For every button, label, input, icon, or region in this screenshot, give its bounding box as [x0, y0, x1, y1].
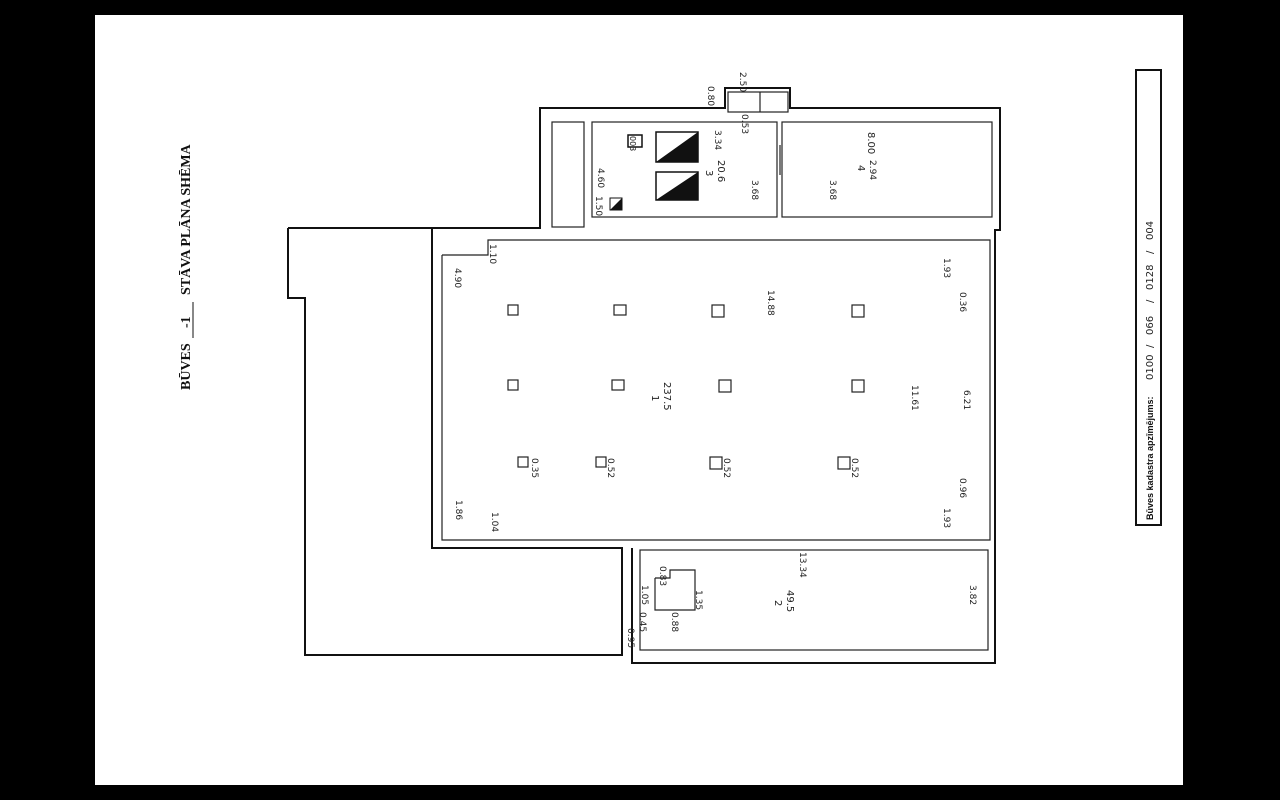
dimension-labels: 2.50 0.80 0.53 3.34 4.60 1.50 3.68 3.68 …	[452, 72, 977, 648]
dimension: 0.80	[705, 86, 715, 106]
cadastral-part: 0128	[1145, 265, 1156, 290]
dimension: 1.05	[639, 585, 649, 605]
cadastral-box	[1135, 69, 1162, 526]
room-area: 20.6	[715, 160, 726, 182]
columns	[507, 304, 865, 470]
cadastral-sep: /	[1145, 344, 1156, 348]
dimension: 4.90	[452, 268, 462, 288]
dimension: 0.36	[957, 292, 967, 312]
cadastral-part: 004	[1145, 221, 1156, 240]
walls	[287, 87, 1001, 664]
plan-title-floor: -1	[179, 316, 194, 328]
dimension: 1.50	[593, 196, 603, 216]
dimension: 2.50	[737, 72, 747, 92]
room-number: 2	[772, 600, 783, 606]
room-area: 237.5	[661, 382, 672, 411]
dimension: 0.83	[657, 566, 667, 586]
room-labels: 1 237.5 2 49.5 3 20.6 4 8.00 003	[628, 132, 876, 612]
cadastral-sep: /	[1145, 250, 1156, 254]
cadastral-label: Būves kadastra apzīmējums:	[1145, 396, 1155, 520]
dimension: 4.60	[595, 168, 605, 188]
room-number: 3	[703, 170, 714, 176]
cadastral-part: 0100	[1145, 355, 1156, 380]
dimension: 0.53	[739, 114, 749, 134]
dimension: 1.93	[941, 258, 951, 278]
dimension: 0.96	[957, 478, 967, 498]
cadastral-part: 066	[1145, 316, 1156, 335]
dimension: 0.45	[637, 612, 647, 632]
room-tag: 003	[628, 136, 637, 151]
dimension: 14.88	[765, 290, 775, 316]
document-page	[95, 15, 1183, 785]
dimension: 0.88	[669, 612, 679, 632]
dimension: 13.34	[797, 552, 807, 578]
dimension: 0.52	[721, 458, 731, 478]
dimension: 1.86	[453, 500, 463, 520]
room-number: 1	[649, 395, 660, 401]
dimension: 0.52	[849, 458, 859, 478]
dimension: 1.93	[941, 508, 951, 528]
dimension: 2.94	[867, 160, 877, 180]
dimension: 1.35	[693, 590, 703, 610]
dimension: 0.52	[605, 458, 615, 478]
dimension: 0.95	[625, 628, 635, 648]
plan-title-suffix: STĀVA PLĀNA SHĒMA	[178, 143, 194, 295]
room-number: 4	[855, 165, 866, 171]
dimension: 3.82	[967, 585, 977, 605]
plan-title-prefix: BŪVES	[178, 343, 194, 390]
dimension: 0.35	[529, 458, 539, 478]
dimension: 1.04	[489, 512, 499, 532]
dimension: 11.61	[909, 385, 919, 411]
cadastral-sep: /	[1145, 299, 1156, 303]
dimension: 3.68	[749, 180, 759, 200]
dimension: 3.68	[827, 180, 837, 200]
dimension: 6.21	[961, 390, 971, 410]
room-area: 49.5	[784, 590, 795, 612]
room-area: 8.00	[865, 132, 876, 154]
dimension: 1.10	[487, 244, 497, 264]
dimension: 3.34	[712, 130, 722, 150]
